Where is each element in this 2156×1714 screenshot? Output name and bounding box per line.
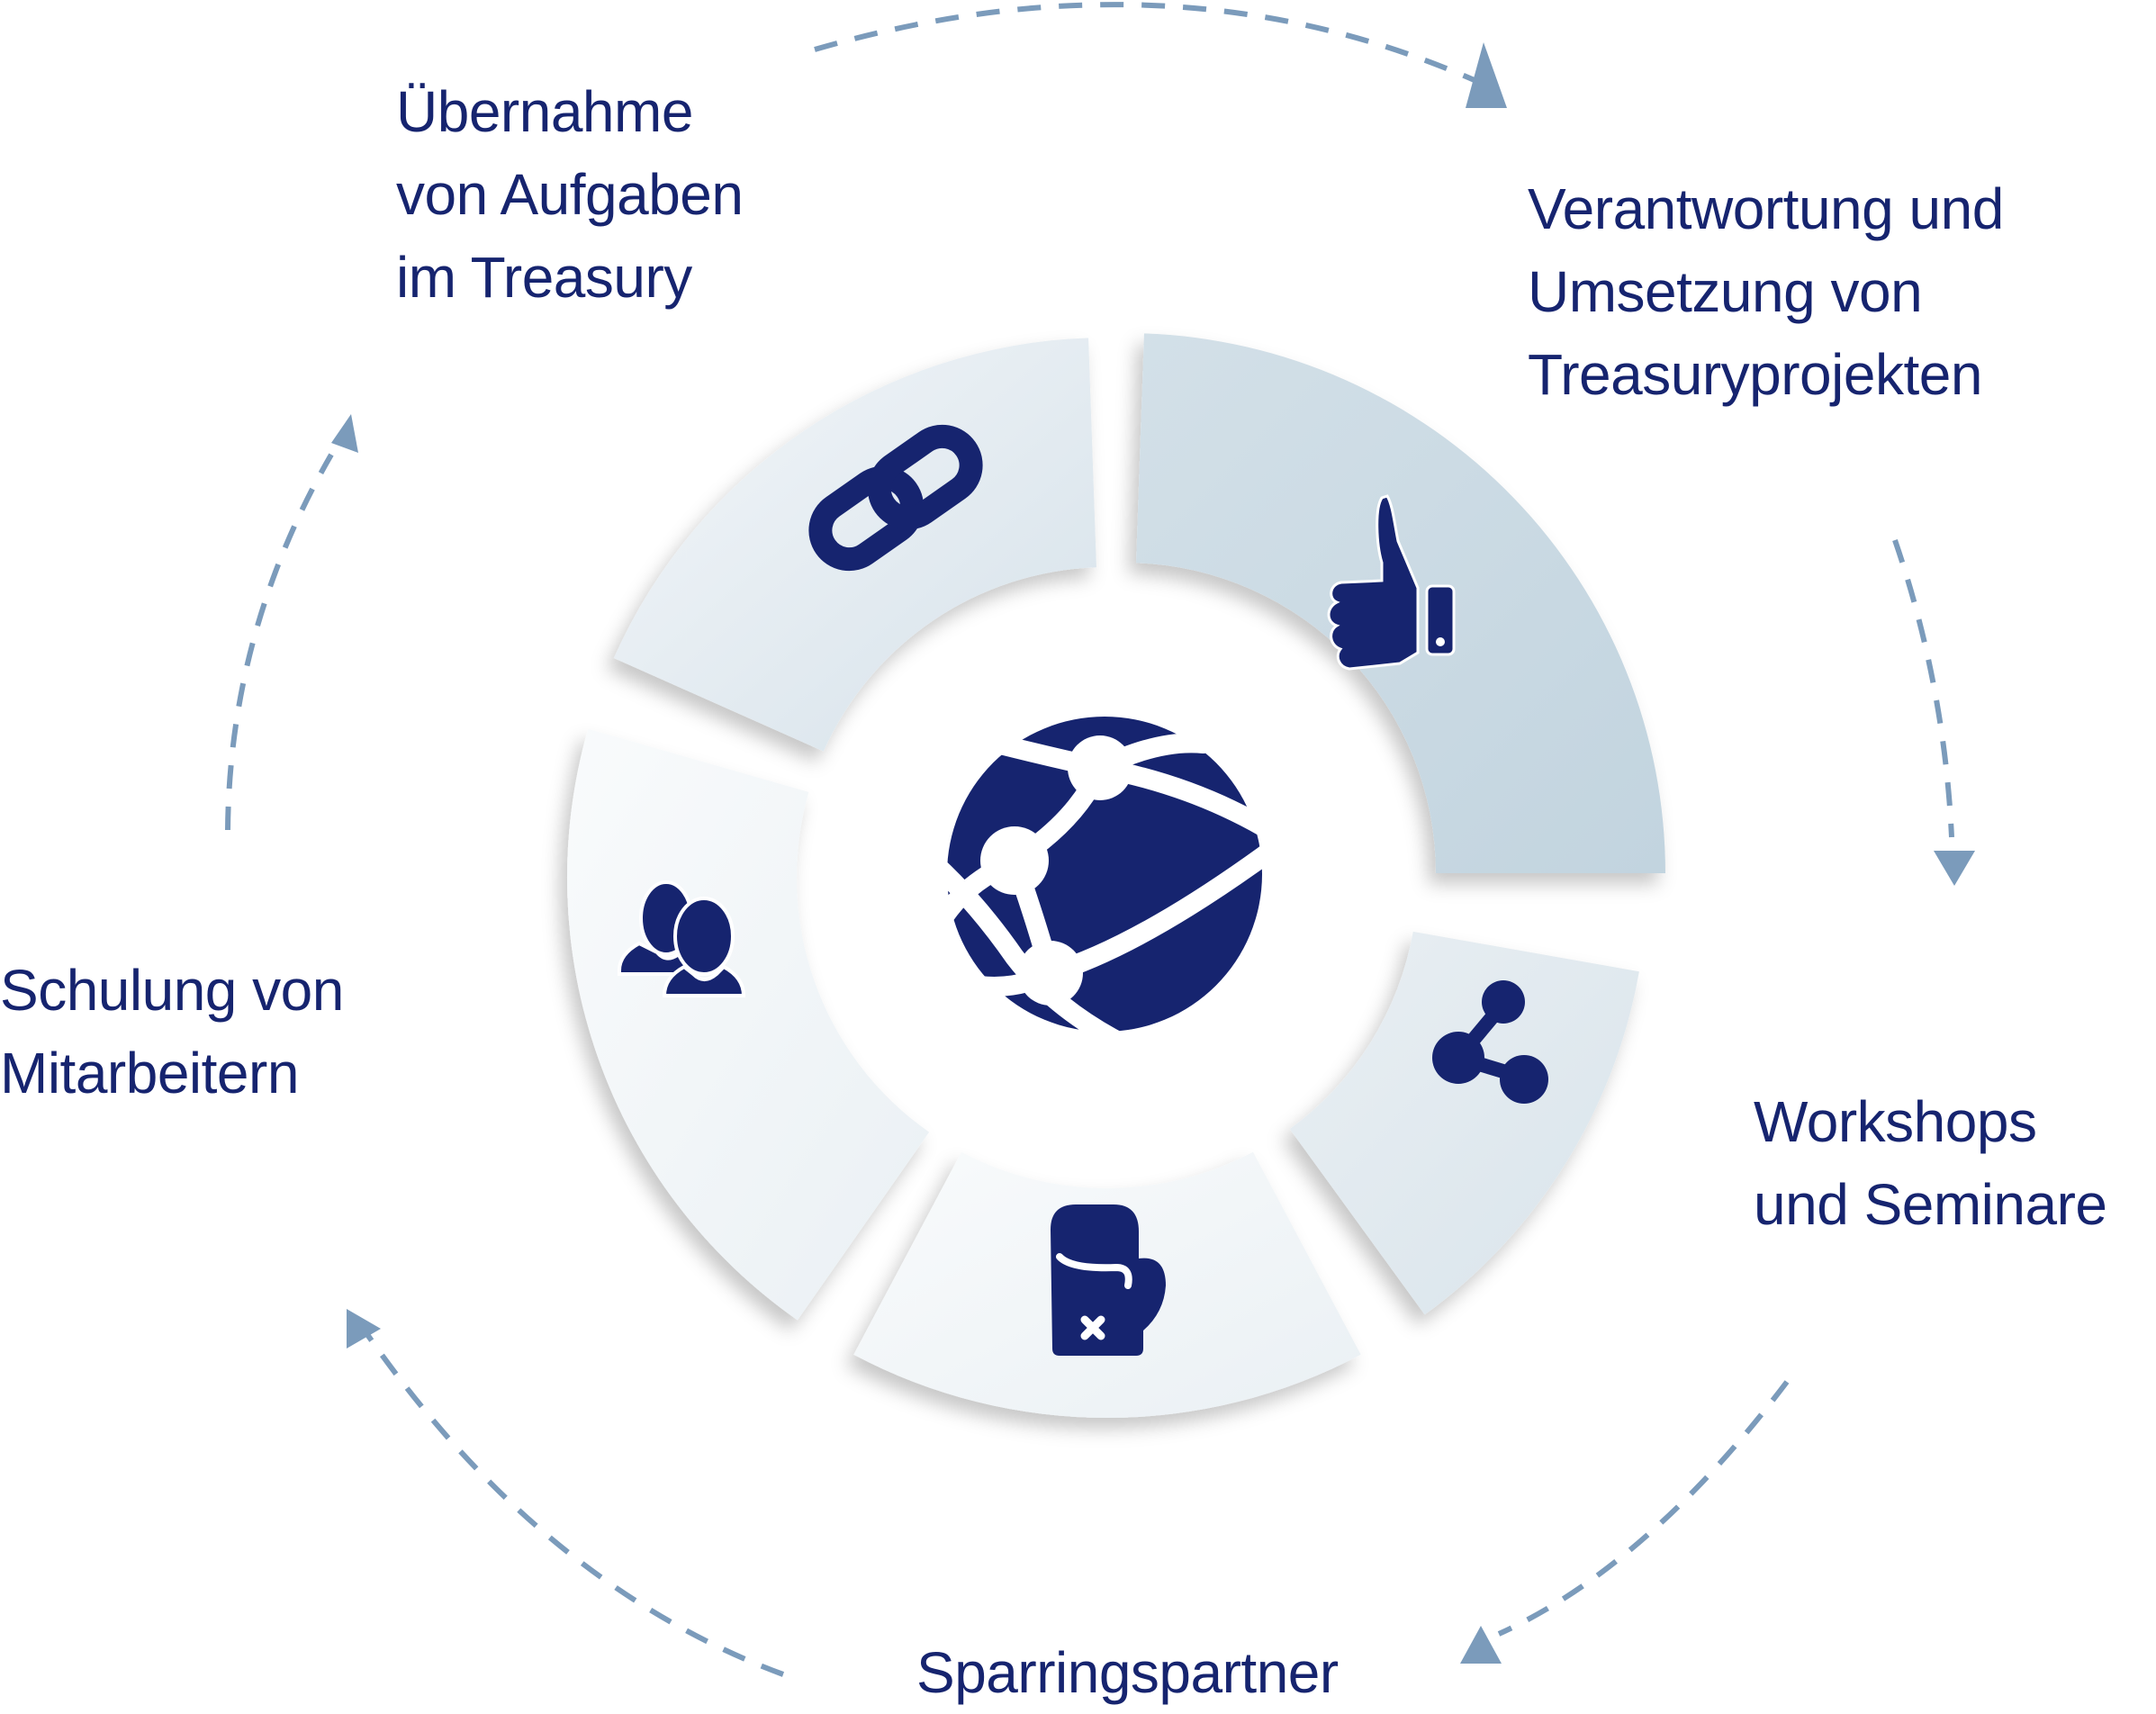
step-label-uebernahme: Übernahme von Aufgaben im Treasury — [396, 70, 744, 319]
step-label-sparring: Sparringspartner — [916, 1631, 1339, 1714]
label-line: Workshops — [1754, 1089, 2037, 1154]
arrowheads — [331, 42, 1975, 1664]
label-line: von Aufgaben — [396, 162, 744, 227]
label-line: Übernahme — [396, 79, 693, 144]
people-icon — [618, 880, 746, 997]
arrowhead-top — [1466, 42, 1507, 108]
arrowhead-bottom-right — [1460, 1626, 1502, 1664]
label-line: Mitarbeitern — [0, 1041, 299, 1105]
arrow-top — [814, 2, 1478, 84]
cycle-arrows — [225, 2, 1954, 1677]
label-line: im Treasury — [396, 245, 692, 310]
label-line: Treasuryprojekten — [1528, 342, 1982, 407]
arrowhead-right — [1934, 851, 1975, 886]
arrow-left — [225, 453, 334, 831]
arrow-right — [1892, 539, 1954, 838]
label-line: Umsetzung von — [1528, 259, 1923, 324]
arrow-bottom-left — [362, 1329, 785, 1677]
thumbs-up-icon — [1327, 494, 1456, 671]
globe-network-icon — [906, 717, 1313, 1078]
label-line: Schulung von — [0, 958, 344, 1023]
boxing-glove-icon — [1051, 1204, 1166, 1356]
label-line: und Seminare — [1754, 1172, 2107, 1237]
segment-schulung — [566, 728, 930, 1321]
share-icon — [1432, 980, 1548, 1104]
step-label-workshops: Workshops und Seminare — [1754, 1080, 2107, 1246]
segment-uebernahme — [613, 338, 1096, 752]
step-label-verantwortung: Verantwortung und Umsetzung von Treasury… — [1528, 167, 2004, 416]
step-label-schulung: Schulung von Mitarbeitern — [0, 949, 344, 1114]
segment-workshops — [1289, 931, 1639, 1315]
arrow-bottom-right — [1497, 1380, 1790, 1637]
label-line: Verantwortung und — [1528, 176, 2004, 241]
label-line: Sparringspartner — [916, 1640, 1339, 1705]
link-icon — [808, 424, 983, 572]
arrowhead-left — [331, 414, 358, 453]
arrowhead-bottom-left — [347, 1309, 381, 1349]
